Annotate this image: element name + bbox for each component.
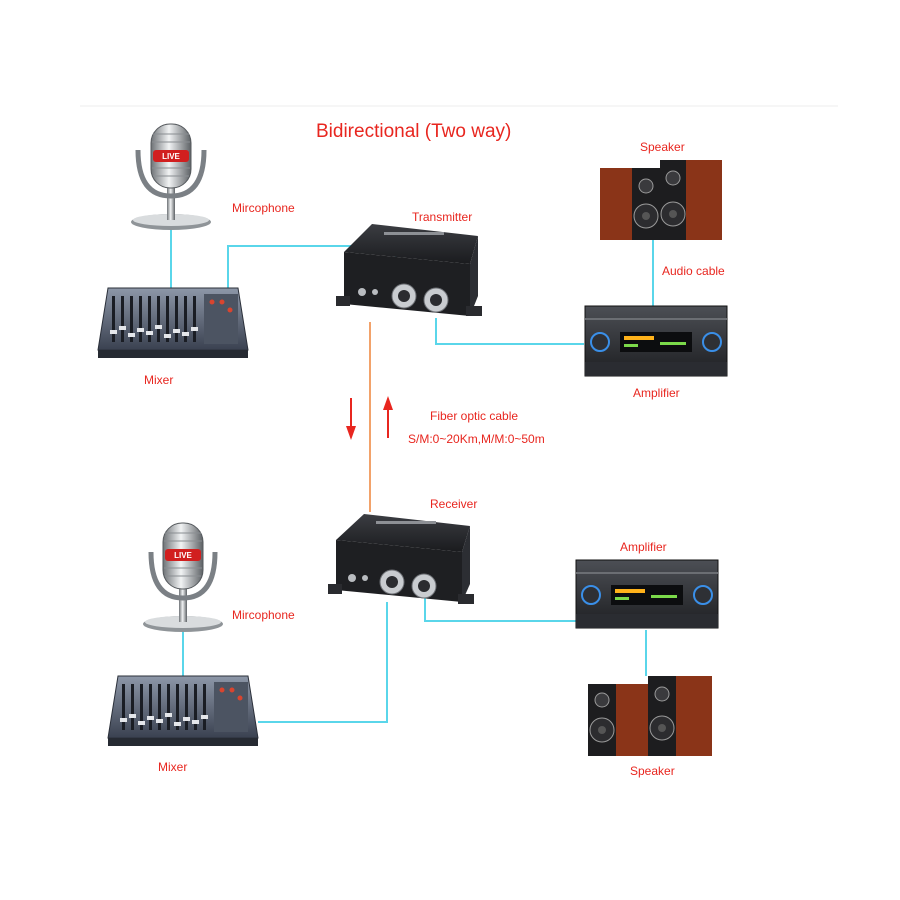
mic-badge-bottom: LIVE: [174, 551, 192, 560]
bottom-microphone-icon: LIVE: [143, 522, 223, 632]
label-receiver: Receiver: [430, 497, 478, 511]
bottom-amplifier-icon: [575, 559, 719, 629]
label-fiber-cable: Fiber optic cable: [430, 409, 519, 423]
label-top-mixer: Mixer: [144, 373, 174, 387]
top-mixer-icon: [97, 287, 249, 358]
label-bottom-mixer: Mixer: [158, 760, 188, 774]
label-bottom-microphone: Mircophone: [232, 608, 295, 622]
label-top-amplifier: Amplifier: [633, 386, 680, 400]
label-fiber-spec: S/M:0~20Km,M/M:0~50m: [408, 432, 545, 446]
label-audio-cable: Audio cable: [662, 264, 725, 278]
top-microphone-icon: LIVE: [131, 123, 211, 230]
mic-badge-top: LIVE: [162, 152, 180, 161]
label-bottom-amplifier: Amplifier: [620, 540, 667, 554]
label-transmitter: Transmitter: [412, 210, 473, 224]
label-top-microphone: Mircophone: [232, 201, 295, 215]
bottom-mixer-icon: [107, 675, 259, 746]
diagram-title: Bidirectional (Two way): [316, 121, 512, 142]
cable-receiver-amplifier: [424, 598, 576, 622]
arrow-down-icon: [346, 398, 356, 440]
receiver-device-icon: [328, 514, 474, 604]
top-amplifier-icon: [584, 305, 728, 377]
cable-transmitter-amplifier: [435, 318, 584, 345]
transmitter-device-icon: [336, 224, 482, 316]
label-bottom-speaker: Speaker: [630, 764, 675, 778]
arrow-up-icon: [383, 396, 393, 438]
audio-cables: [170, 228, 654, 723]
cable-bottom-mixer-receiver: [258, 602, 388, 723]
bottom-speaker-icon: [588, 676, 712, 756]
label-top-speaker: Speaker: [640, 140, 685, 154]
top-speaker-icon: [600, 160, 722, 240]
